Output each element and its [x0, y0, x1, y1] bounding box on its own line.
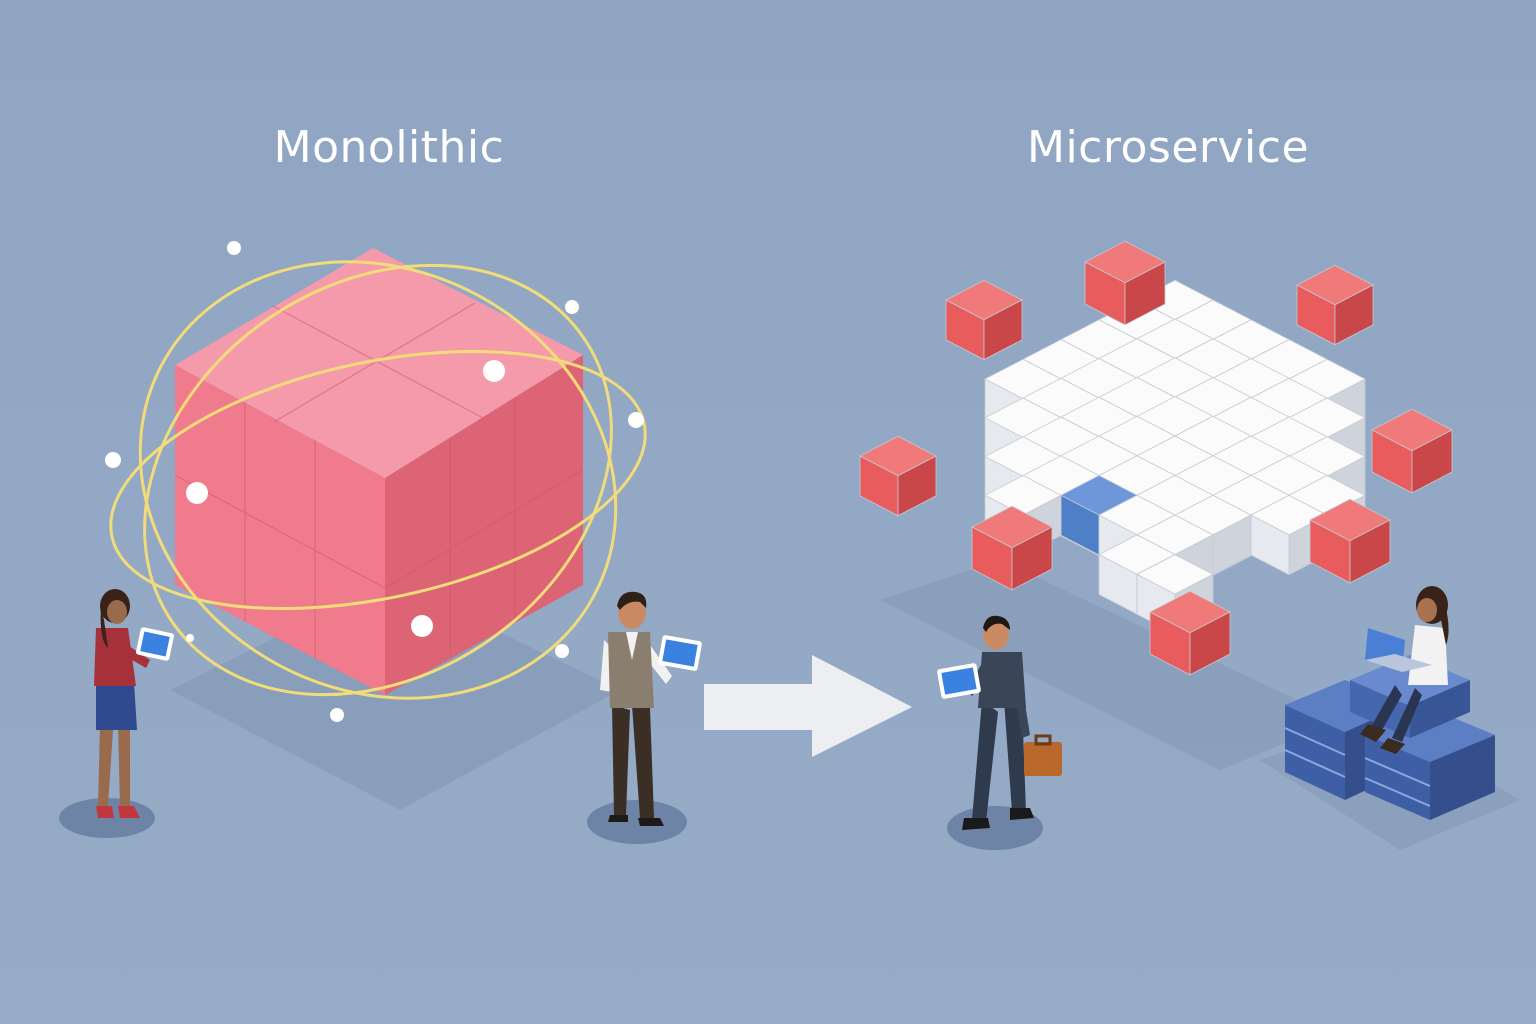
service-cube-red [971, 505, 1053, 591]
service-cube-red [1309, 498, 1391, 584]
person-woman-tablet [59, 589, 174, 838]
right-arrow-icon [704, 655, 912, 757]
orbit-nodes [105, 241, 644, 722]
service-cube-red [859, 435, 937, 517]
monolith-cube-side [385, 355, 583, 695]
person-shadow [587, 800, 687, 844]
microservice-cubes [859, 240, 1453, 676]
monolith-cube-front [175, 365, 385, 695]
service-cube-red [1149, 590, 1231, 676]
cluster-shadow [880, 560, 1340, 770]
person-businessman [937, 615, 1062, 850]
microservice-title: Microservice [1026, 122, 1310, 173]
service-cube-red [945, 279, 1023, 361]
orbit-rings [109, 260, 647, 700]
monolith-group [105, 241, 647, 810]
service-cube-red [1296, 264, 1374, 346]
service-cube-red [1371, 408, 1453, 494]
person-man-tablet [587, 591, 702, 844]
monolithic-title: Monolithic [273, 122, 505, 173]
microservice-group [859, 240, 1520, 850]
monolith-panel-lines [174, 302, 584, 658]
person-woman-laptop [1360, 586, 1449, 754]
service-cube-red [1084, 240, 1166, 326]
